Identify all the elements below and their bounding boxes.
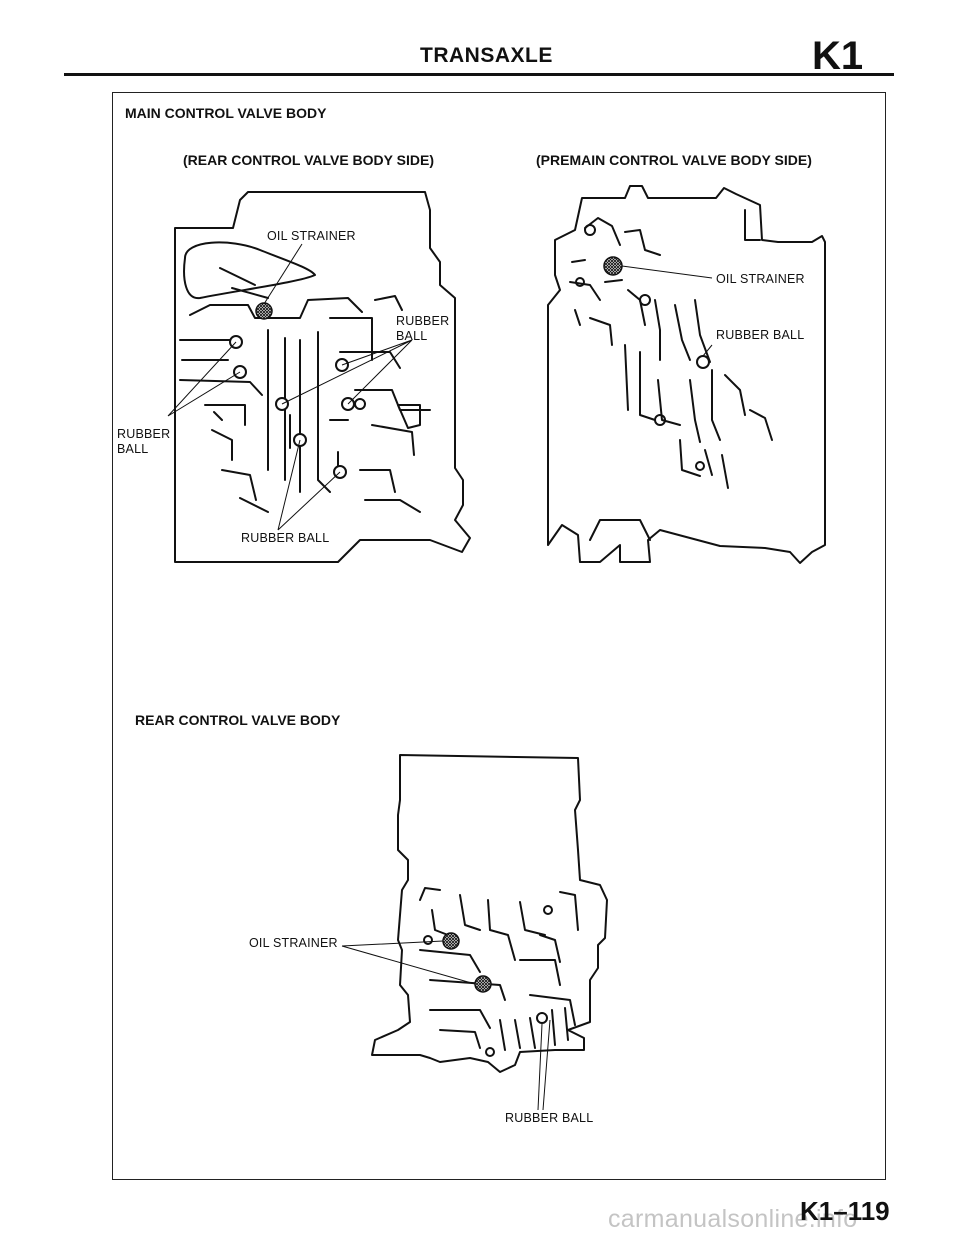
rubber-ball-marker [696, 355, 710, 369]
rubber-ball-marker [536, 1012, 548, 1024]
premain-side-view-title: (PREMAIN CONTROL VALVE BODY SIDE) [536, 152, 812, 168]
left-rubber-ball-label-bottom: RUBBER BALL [241, 531, 330, 545]
rear-side-view-title: (REAR CONTROL VALVE BODY SIDE) [183, 152, 434, 168]
figure-frame [112, 92, 886, 1180]
header-rule [64, 73, 894, 76]
page-header-title: TRANSAXLE [420, 44, 553, 67]
left-rubber-ball-label-left: RUBBER BALL [117, 427, 171, 456]
left-rubber-ball-label-right: RUBBER BALL [396, 314, 450, 343]
rear-control-valve-body-title: REAR CONTROL VALVE BODY [135, 712, 341, 728]
oil-strainer-marker [603, 256, 623, 276]
section-code: K1 [812, 34, 864, 78]
oil-strainer-marker [442, 932, 460, 950]
oil-strainer-marker [474, 975, 492, 993]
main-control-valve-body-title: MAIN CONTROL VALVE BODY [125, 105, 327, 121]
premain-side-valve-body-diagram [547, 185, 826, 564]
right-oil-strainer-label: OIL STRAINER [716, 272, 805, 286]
right-rubber-ball-label: RUBBER BALL [716, 328, 805, 342]
watermark: carmanualsonline.info [608, 1205, 858, 1233]
rear-oil-strainer-label: OIL STRAINER [249, 936, 338, 950]
rear-rubber-ball-label: RUBBER BALL [505, 1111, 594, 1125]
rear-side-valve-body-diagram [167, 191, 471, 563]
left-oil-strainer-label: OIL STRAINER [267, 229, 356, 243]
page-number: K1–119 [800, 1196, 890, 1226]
oil-strainer-marker [255, 302, 273, 320]
rear-valve-body-diagram [341, 754, 608, 1111]
